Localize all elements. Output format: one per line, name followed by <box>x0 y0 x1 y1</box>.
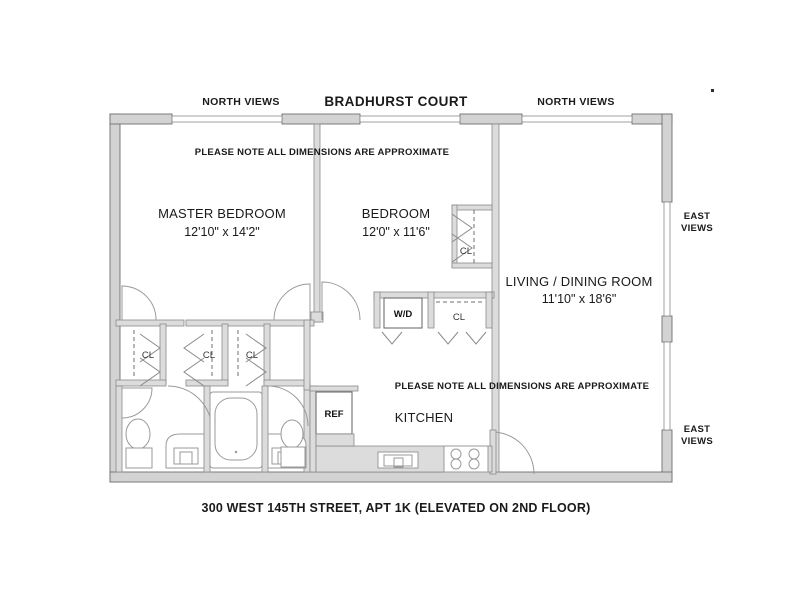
toilet-icon <box>125 418 151 450</box>
closet-label-hall: CL <box>453 312 465 323</box>
north-views-right: NORTH VIEWS <box>537 96 614 108</box>
room-dimensions-master-bedroom: 12'10" x 14'2" <box>184 225 260 239</box>
closet-label-3: CL <box>246 350 258 361</box>
kitchen-fixtures: REF <box>315 391 493 473</box>
east-views-upper-line2: VIEWS <box>681 223 713 234</box>
east-windows <box>663 201 671 431</box>
artifact-speck <box>711 89 714 92</box>
bathroom-fixtures <box>125 391 307 469</box>
closet-bedroom: CL <box>451 210 475 264</box>
north-windows <box>171 115 633 123</box>
closets-hallway: CL CL CL <box>133 330 267 387</box>
washer-dryer-unit <box>383 297 423 329</box>
north-views-left: NORTH VIEWS <box>202 96 279 108</box>
closet-label-1: CL <box>142 350 154 361</box>
room-label-master-bedroom: MASTER BEDROOM <box>158 206 286 221</box>
laundry-and-hall-closets: W/D CL <box>381 291 493 345</box>
east-views-lower-line1: EAST <box>684 424 711 435</box>
east-views-lower-line2: VIEWS <box>681 436 713 447</box>
room-dimensions-bedroom: 12'0" x 11'6" <box>362 225 430 239</box>
washer-dryer-label: W/D <box>394 309 413 320</box>
note-bottom: PLEASE NOTE ALL DIMENSIONS ARE APPROXIMA… <box>395 381 650 392</box>
room-label-bedroom: BEDROOM <box>362 206 431 221</box>
closet-label-bedroom: CL <box>460 246 472 257</box>
plan-caption: 300 WEST 145TH STREET, APT 1K (ELEVATED … <box>202 501 591 515</box>
room-dimensions-living-dining: 11'10" x 18'6" <box>542 292 617 306</box>
refrigerator-label: REF <box>325 409 344 420</box>
closet-label-2: CL <box>203 350 215 361</box>
east-views-upper-line1: EAST <box>684 211 711 222</box>
page-title: BRADHURST COURT <box>324 94 468 109</box>
note-top: PLEASE NOTE ALL DIMENSIONS ARE APPROXIMA… <box>195 147 450 158</box>
room-label-living-dining: LIVING / DINING ROOM <box>505 274 652 289</box>
room-label-kitchen: KITCHEN <box>395 410 453 425</box>
